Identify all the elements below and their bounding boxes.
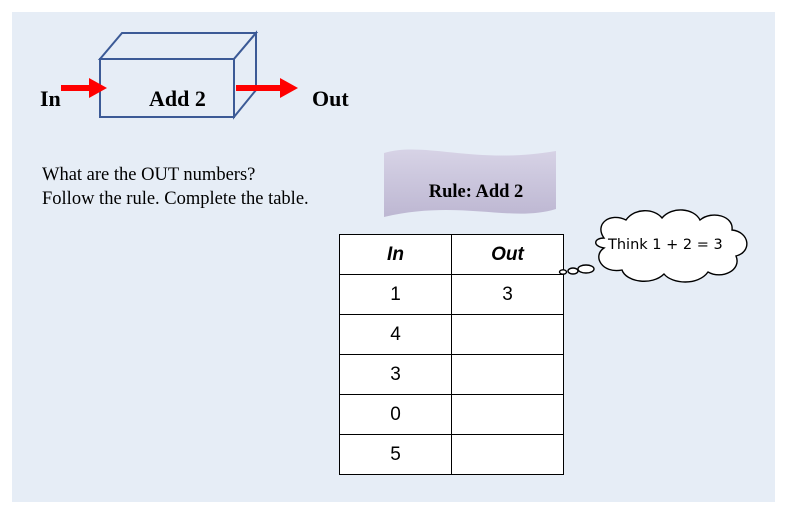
- box-top-face: [97, 32, 259, 60]
- question-line-2: Follow the rule. Complete the table.: [42, 189, 309, 209]
- table-header-row: In Out: [339, 234, 564, 275]
- rule-label: Rule: Add 2: [428, 182, 524, 202]
- in-out-table: In Out 1 3 4 3 0 5: [339, 234, 564, 475]
- output-arrow-icon: [236, 78, 298, 98]
- rule-banner: [384, 149, 556, 217]
- cell-in: 4: [339, 314, 452, 355]
- cell-in: 5: [339, 434, 452, 475]
- cell-out[interactable]: 3: [451, 274, 564, 315]
- thought-bubble-dot-medium: [567, 267, 579, 275]
- machine-in-label: In: [40, 86, 61, 111]
- cell-out[interactable]: [451, 394, 564, 435]
- thought-bubble-dot-small: [558, 269, 568, 275]
- cell-in: 0: [339, 394, 452, 435]
- table-row: 5: [339, 434, 564, 475]
- cell-in: 3: [339, 354, 452, 395]
- rule-banner-shape: [384, 149, 556, 217]
- thought-bubble-dot-large: [577, 264, 595, 274]
- header-in: In: [339, 234, 452, 275]
- header-out: Out: [451, 234, 564, 275]
- cell-out[interactable]: [451, 354, 564, 395]
- table-row: 0: [339, 394, 564, 435]
- input-arrow-icon: [61, 78, 107, 98]
- table-row: 4: [339, 314, 564, 355]
- question-line-1: What are the OUT numbers?: [42, 165, 256, 185]
- cell-out[interactable]: [451, 314, 564, 355]
- worksheet-panel: In Add 2 Out What are the OUT numbers? F…: [12, 12, 775, 502]
- function-machine-box: [97, 30, 259, 120]
- thought-bubble-text: Think 1 + 2 = 3: [608, 237, 723, 253]
- machine-rule-label: Add 2: [149, 86, 206, 111]
- table-row: 3: [339, 354, 564, 395]
- machine-out-label: Out: [312, 86, 349, 111]
- cell-in: 1: [339, 274, 452, 315]
- cell-out[interactable]: [451, 434, 564, 475]
- box-front-face: [99, 58, 235, 118]
- thought-bubble: [558, 209, 748, 283]
- function-machine-diagram: [61, 30, 298, 120]
- table-row: 1 3: [339, 274, 564, 315]
- thought-cloud-shape: [595, 209, 748, 283]
- question-text: What are the OUT numbers? Follow the rul…: [42, 163, 309, 211]
